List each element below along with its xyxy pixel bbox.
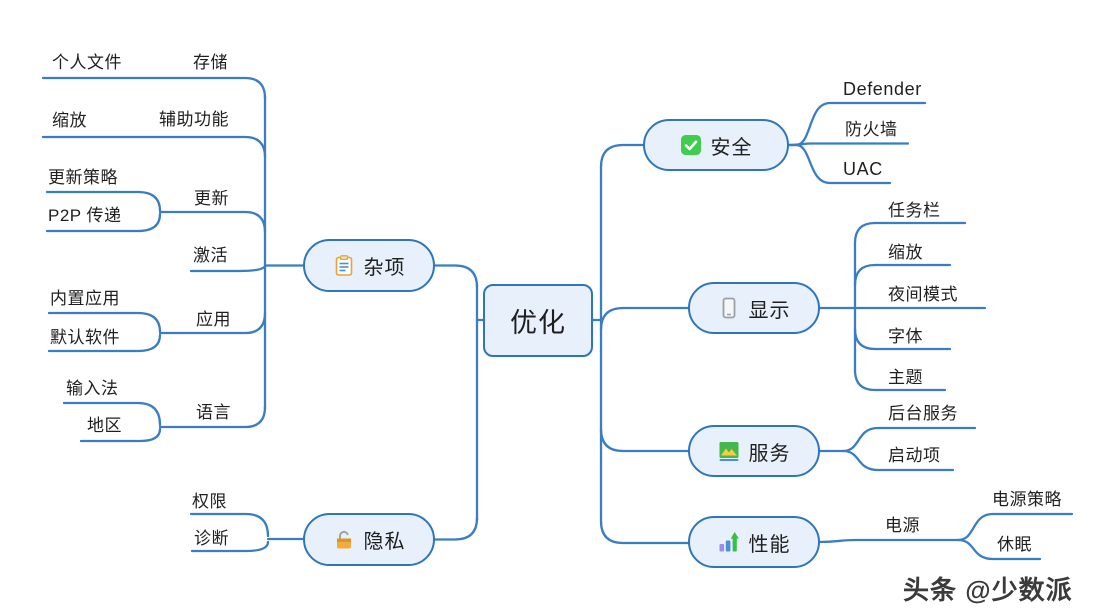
topic-taskbar[interactable]: 任务栏 — [888, 201, 941, 220]
branch-misc-label: 杂项 — [363, 257, 406, 279]
topic-input-method[interactable]: 输入法 — [66, 379, 119, 398]
topic-night-mode[interactable]: 夜间模式 — [888, 285, 958, 304]
topic-activation[interactable]: 激活 — [193, 246, 228, 265]
central-topic-optimization[interactable]: 优化 — [483, 284, 593, 357]
topic-uac[interactable]: UAC — [843, 159, 883, 179]
topic-p2p-delivery[interactable]: P2P 传递 — [48, 206, 122, 225]
topic-permissions[interactable]: 权限 — [192, 492, 227, 511]
clipboard-icon — [333, 254, 355, 277]
left-connectors — [41, 76, 485, 553]
watermark: 头条 @少数派 — [903, 575, 1073, 605]
branch-services-label: 服务 — [748, 442, 791, 465]
branch-display[interactable]: 显示 — [688, 282, 820, 334]
branch-security-label: 安全 — [710, 136, 753, 159]
topic-defender[interactable]: Defender — [843, 79, 922, 99]
smartphone-icon — [718, 297, 740, 319]
topic-scaling-left[interactable]: 缩放 — [52, 111, 87, 130]
central-topic-label: 优化 — [510, 308, 566, 338]
topic-diagnostics[interactable]: 诊断 — [194, 529, 229, 548]
topic-background-services[interactable]: 后台服务 — [888, 404, 958, 423]
topic-power-policy[interactable]: 电源策略 — [992, 490, 1062, 509]
topic-firewall[interactable]: 防火墙 — [845, 120, 898, 139]
checkbox-icon — [680, 134, 702, 156]
topic-startup-items[interactable]: 启动项 — [888, 446, 941, 465]
topic-update[interactable]: 更新 — [194, 189, 229, 208]
branch-services[interactable]: 服务 — [688, 425, 820, 477]
topic-scaling-right[interactable]: 缩放 — [888, 243, 923, 262]
topic-language[interactable]: 语言 — [196, 403, 231, 422]
topic-personal-files[interactable]: 个人文件 — [52, 53, 122, 72]
topic-power[interactable]: 电源 — [885, 516, 920, 535]
branch-performance[interactable]: 性能 — [688, 516, 820, 568]
picture-icon — [718, 440, 740, 462]
branch-display-label: 显示 — [748, 299, 791, 322]
topic-accessibility[interactable]: 辅助功能 — [159, 110, 229, 129]
bar-chart-icon — [718, 531, 740, 553]
topic-update-policy[interactable]: 更新策略 — [48, 168, 118, 187]
topic-hibernate[interactable]: 休眠 — [997, 535, 1032, 554]
branch-privacy-label: 隐私 — [363, 531, 406, 553]
topic-themes[interactable]: 主题 — [888, 368, 923, 387]
right-connectors — [591, 101, 1074, 561]
topic-default-software[interactable]: 默认软件 — [50, 328, 120, 347]
branch-privacy[interactable]: 隐私 — [303, 513, 435, 566]
branch-performance-label: 性能 — [748, 533, 791, 556]
topic-region[interactable]: 地区 — [87, 416, 122, 435]
topic-fonts[interactable]: 字体 — [888, 327, 923, 346]
branch-security[interactable]: 安全 — [643, 119, 789, 171]
unlock-icon — [333, 529, 355, 551]
branch-misc[interactable]: 杂项 — [303, 239, 435, 292]
topic-storage[interactable]: 存储 — [193, 53, 228, 72]
topic-builtin-apps[interactable]: 内置应用 — [50, 289, 120, 308]
topic-apps[interactable]: 应用 — [196, 310, 231, 329]
